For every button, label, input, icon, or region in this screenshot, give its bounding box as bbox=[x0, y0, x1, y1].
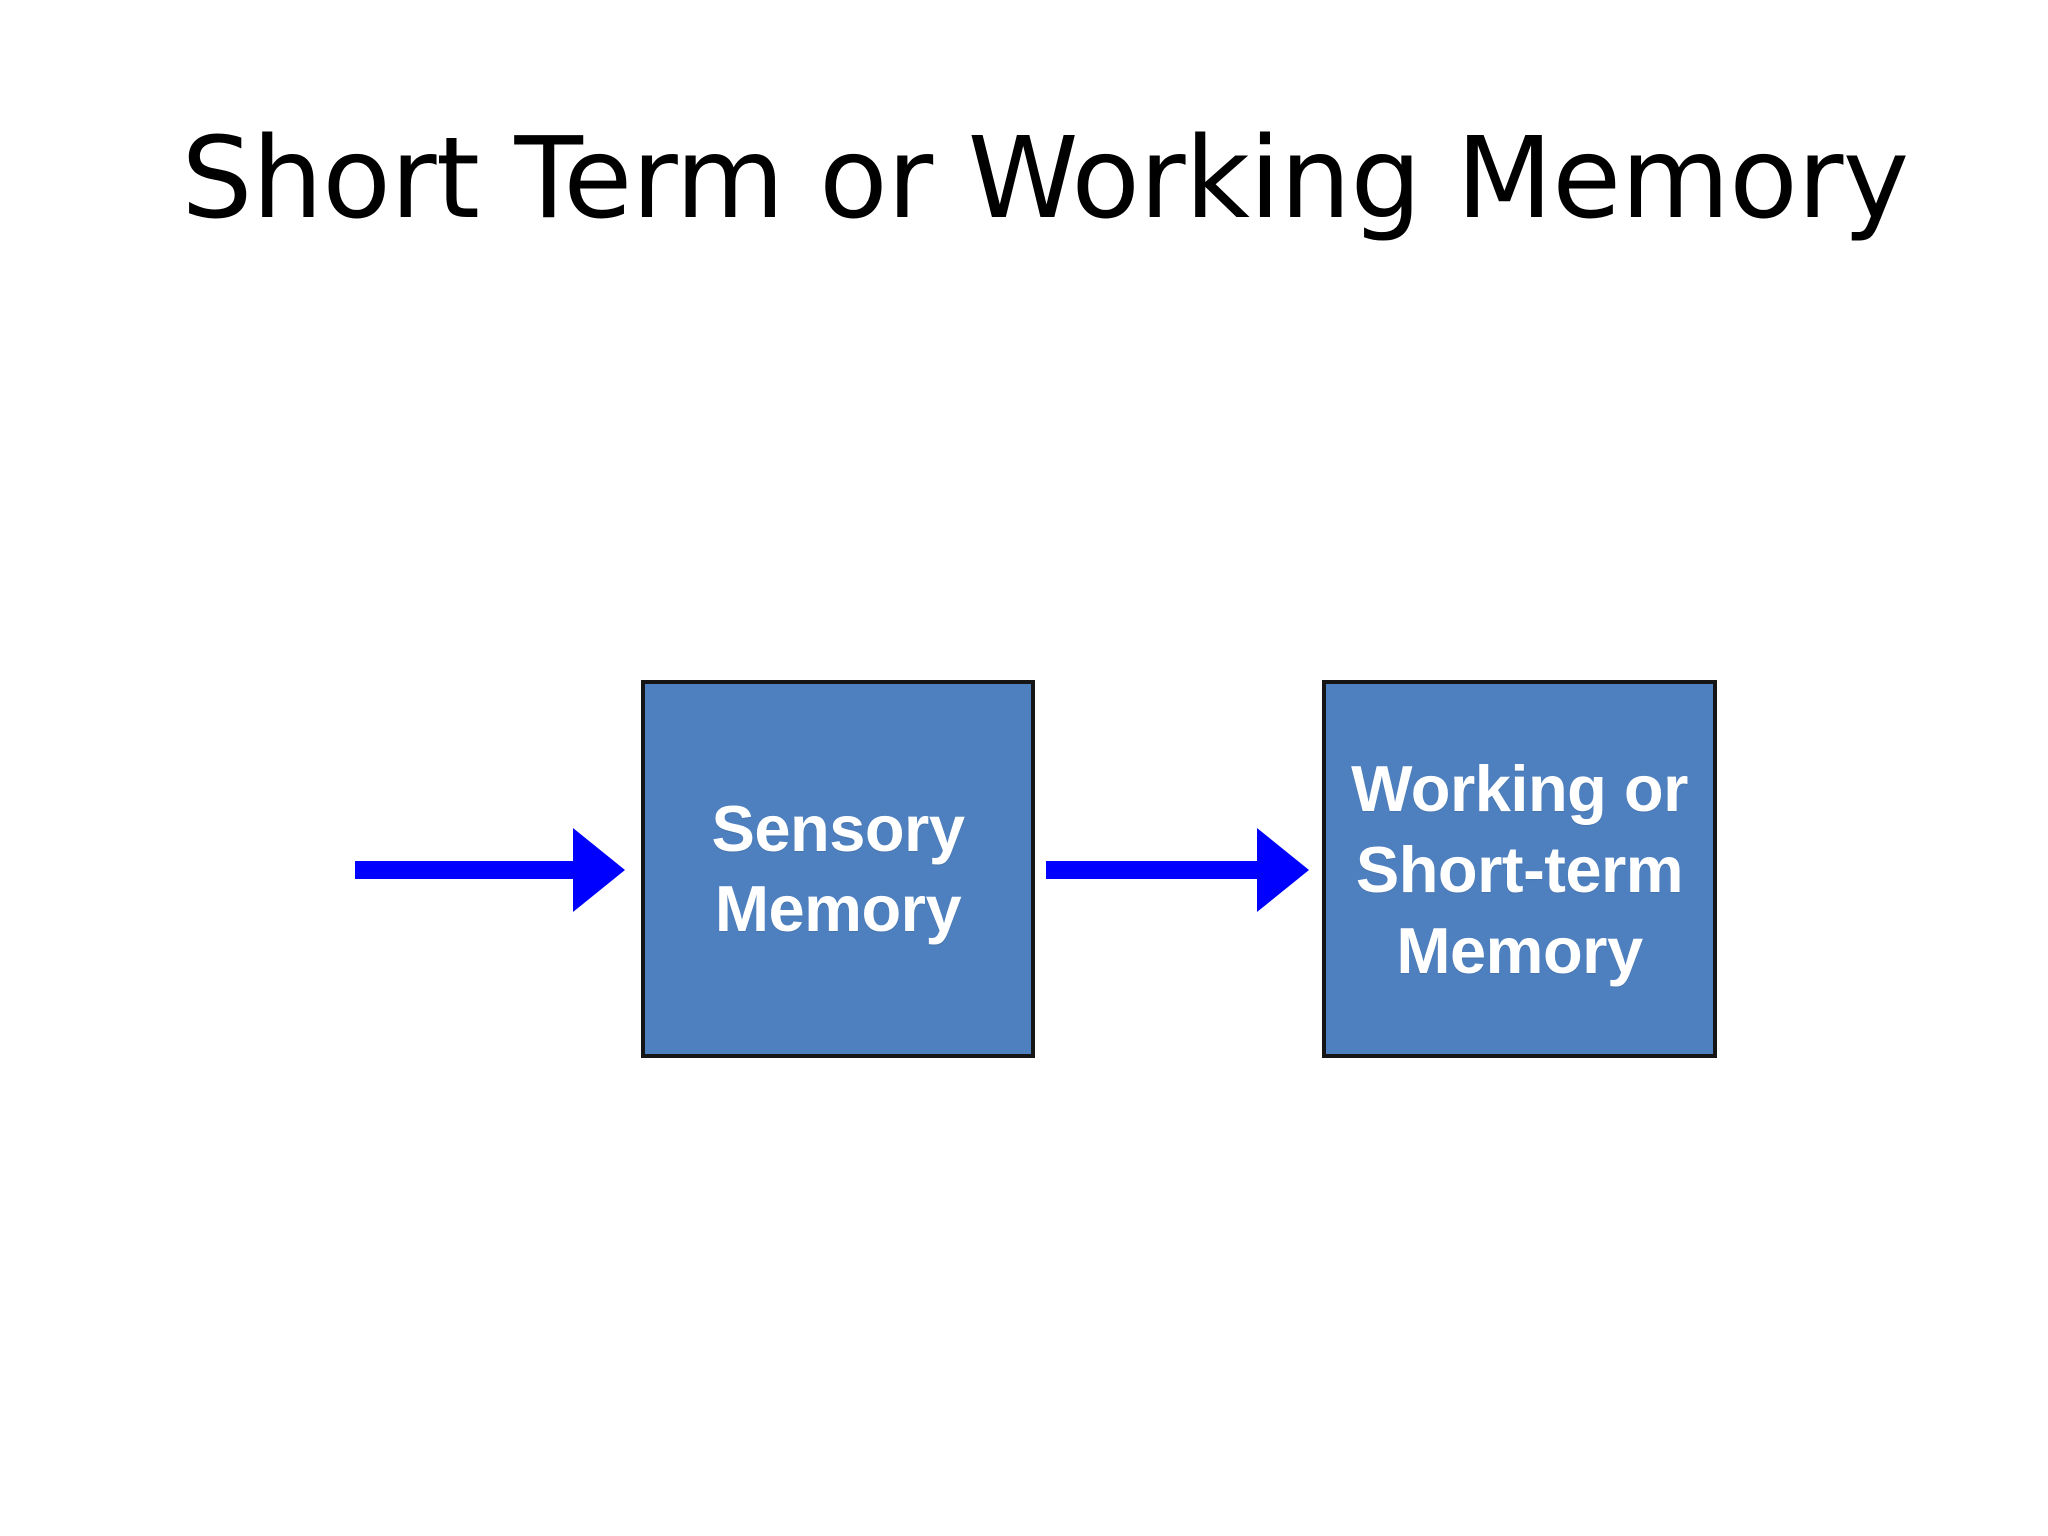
right-arrow-icon bbox=[355, 828, 625, 912]
arrow-shape bbox=[1046, 828, 1309, 912]
page-title: Short Term or Working Memory bbox=[181, 113, 1909, 244]
node-working-short-term-memory-label: Working or Short-term Memory bbox=[1351, 751, 1688, 987]
node-working-short-term-memory[interactable]: Working or Short-term Memory bbox=[1322, 680, 1717, 1058]
node-sensory-memory[interactable]: Sensory Memory bbox=[641, 680, 1035, 1058]
right-arrow-icon bbox=[1046, 828, 1309, 912]
node-sensory-memory-label: Sensory Memory bbox=[711, 792, 965, 945]
arrow-sensory-to-working-memory-icon bbox=[1046, 820, 1316, 920]
arrow-into-sensory-memory-icon bbox=[355, 820, 630, 920]
arrow-shape bbox=[355, 828, 625, 912]
